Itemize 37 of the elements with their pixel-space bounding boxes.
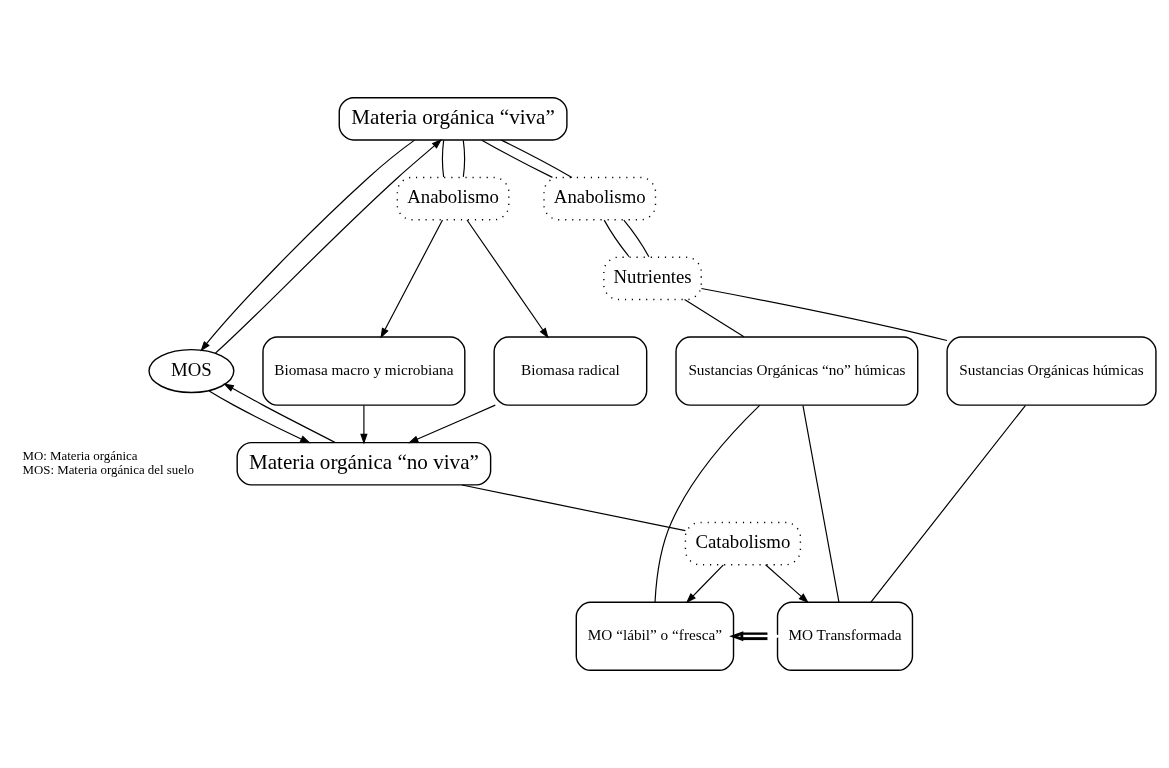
connector — [462, 139, 466, 178]
node-box: MO Transformada — [776, 601, 914, 671]
arrow — [380, 219, 444, 339]
connector — [461, 484, 686, 532]
node-box: Biomasa radical — [493, 336, 648, 406]
connector — [700, 287, 948, 342]
connector — [802, 404, 840, 603]
label: MOS: Materia orgánica del suelo — [22, 463, 195, 478]
node-box: Nutrientes — [603, 256, 702, 301]
arrow — [466, 219, 549, 339]
connector — [654, 404, 761, 603]
connector — [603, 219, 630, 258]
connector — [684, 299, 745, 338]
arrow — [214, 138, 443, 354]
arrow — [200, 139, 416, 352]
arrow — [360, 404, 368, 445]
arrow — [407, 404, 496, 444]
connector — [623, 219, 650, 258]
arrow — [223, 383, 336, 444]
arrow — [729, 631, 782, 642]
arrow — [208, 390, 311, 444]
arrow — [685, 564, 724, 604]
node-box: Anabolismo — [543, 176, 657, 221]
node-box: Sustancias Orgánicas húmicas — [946, 336, 1157, 406]
node-box: Materia orgánica “no viva” — [236, 441, 492, 486]
node-box: Catabolismo — [684, 521, 802, 566]
node-box: Biomasa macro y microbiana — [262, 336, 466, 406]
connector — [441, 139, 445, 178]
node-box: Materia orgánica “viva” — [338, 97, 568, 141]
connector — [870, 404, 1026, 603]
node-box: Anabolismo — [396, 176, 510, 221]
node-box: MO “lábil” o “fresca” — [575, 601, 735, 671]
node-box: Sustancias Orgánicas “no” húmicas — [675, 336, 919, 406]
arrow — [765, 564, 809, 604]
connector — [500, 139, 573, 178]
label: MO: Materia orgánica — [22, 449, 138, 464]
connector — [481, 139, 553, 178]
